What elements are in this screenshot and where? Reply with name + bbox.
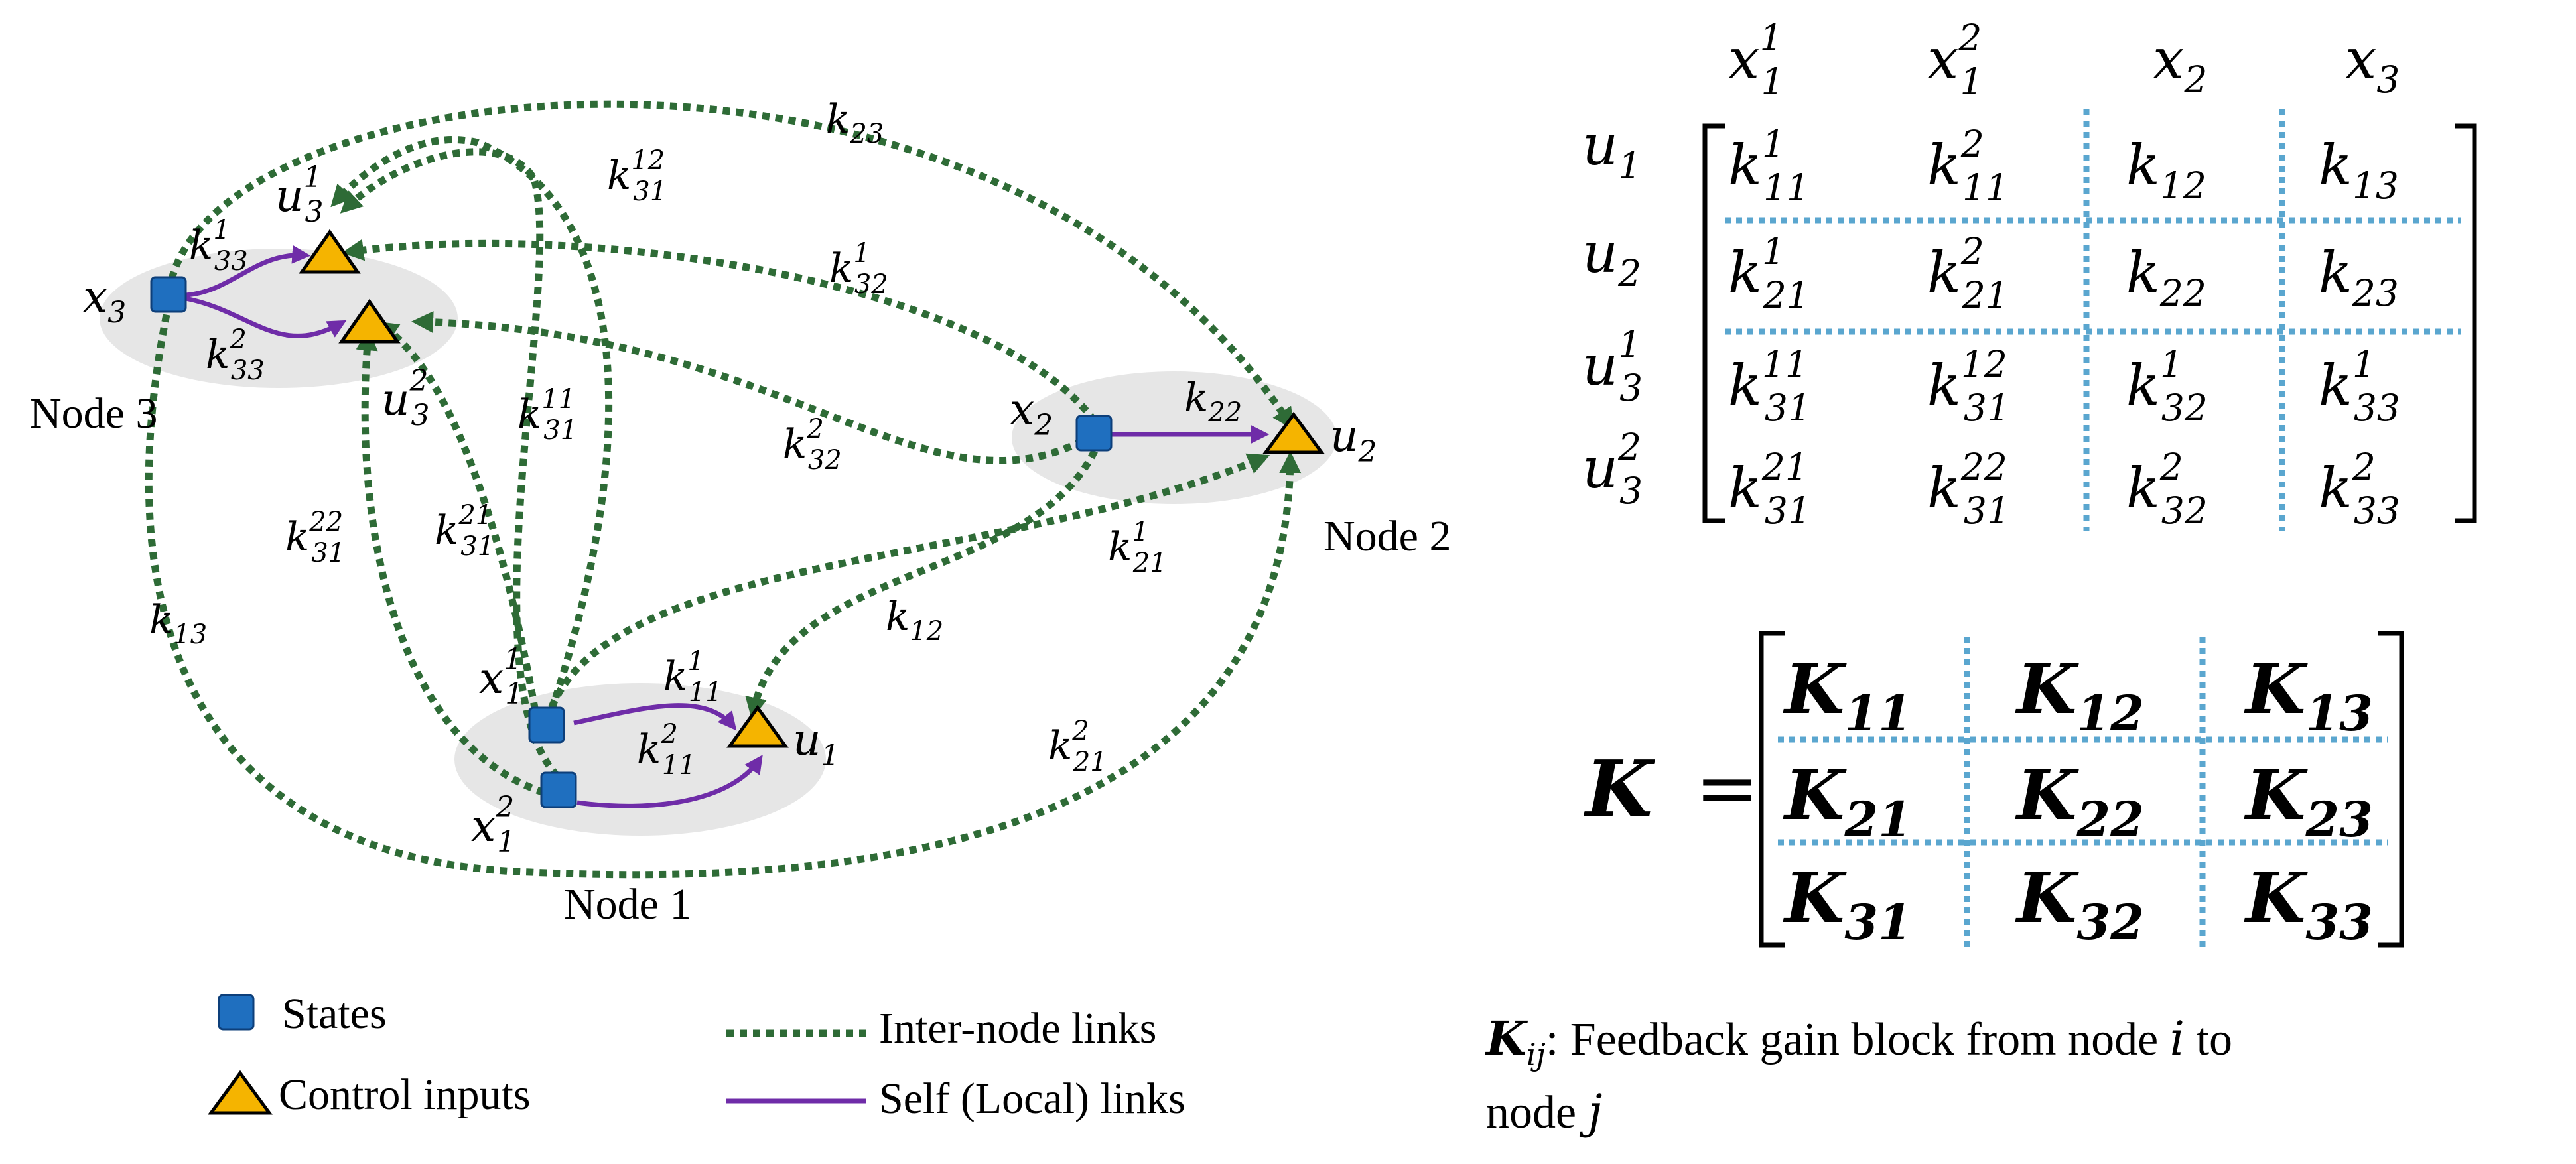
x2-label: x2 — [1010, 384, 1053, 442]
gain-label-k12: k12 — [886, 594, 943, 647]
control-u2-marker — [1262, 411, 1325, 454]
matrix-cell-1-4: k13 — [2319, 133, 2399, 207]
matrix-row-header-2: u2 — [1582, 220, 1641, 294]
gain-label-k13: k13 — [149, 597, 207, 650]
matrix-cell-1-3: k12 — [2126, 133, 2206, 207]
block-cell-2-2: K22 — [2015, 754, 2144, 848]
matrix-right-bracket — [2455, 123, 2477, 523]
legend-inter-label: Inter-node links — [879, 1004, 1156, 1053]
block-cell-3-3: K33 — [2244, 857, 2373, 951]
gain-label-k23: k23 — [826, 96, 884, 149]
inter-node-links — [145, 100, 1302, 879]
block-cell-1-3: K13 — [2244, 648, 2373, 742]
control-u1-marker — [726, 704, 789, 748]
state-x3-marker — [150, 276, 187, 313]
legend-control-label: Control inputs — [279, 1070, 531, 1119]
node3-label: Node 3 — [30, 389, 157, 438]
node1-label: Node 1 — [564, 880, 691, 929]
block-left-bracket — [1759, 631, 1785, 948]
legend-control-icon — [208, 1070, 273, 1115]
legend-states-label: States — [282, 990, 387, 1038]
control-u31-marker — [299, 229, 361, 274]
state-x11-marker — [528, 706, 565, 744]
state-x2-marker — [1075, 415, 1113, 452]
matrix-left-bracket — [1702, 123, 1725, 523]
block-cell-3-2: K32 — [2015, 857, 2144, 951]
block-cell-2-3: K23 — [2244, 754, 2373, 848]
node3-ellipse — [100, 249, 458, 388]
node2-label: Node 2 — [1323, 512, 1451, 560]
block-cell-1-2: K12 — [2015, 648, 2144, 742]
legend-self-label: Self (Local) links — [879, 1074, 1186, 1123]
block-cell-1-1: K11 — [1783, 648, 1912, 742]
caption-line1: Kij: Feedback gain block from node i to — [1485, 1011, 2232, 1072]
u1-label: u1 — [793, 714, 840, 773]
gain-label-k22: k22 — [1184, 375, 1242, 428]
legend: States Control inputs Inter-node links S… — [208, 990, 1186, 1123]
block-right-bracket — [2378, 631, 2404, 948]
block-matrix-equals: = — [1695, 744, 1759, 833]
caption-line2: node j — [1486, 1084, 1602, 1139]
block-cell-3-1: K31 — [1783, 857, 1912, 951]
x3-label: x3 — [83, 271, 126, 330]
matrix-col-header-4: x3 — [2345, 27, 2400, 101]
block-cell-2-1: K21 — [1783, 754, 1912, 848]
self-links — [185, 245, 1270, 808]
state-x12-marker — [540, 771, 577, 808]
u2-label: u2 — [1330, 411, 1377, 469]
legend-state-icon — [218, 994, 255, 1031]
block-matrix-lhs: K — [1584, 744, 1655, 834]
matrix-col-header-3: x2 — [2153, 27, 2207, 101]
matrix-cell-2-3: k22 — [2126, 240, 2206, 314]
matrix-row-header-1: u1 — [1582, 113, 1641, 187]
control-u32-marker — [338, 298, 401, 344]
matrix-cell-2-4: k23 — [2319, 240, 2399, 314]
